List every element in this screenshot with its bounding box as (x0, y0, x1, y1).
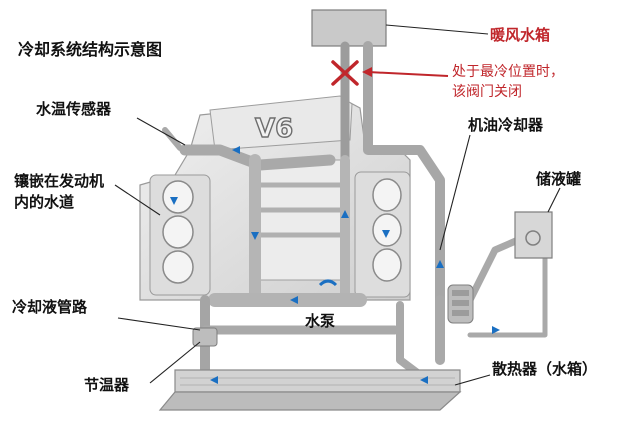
diagram-title: 冷却系统结构示意图 (18, 40, 163, 59)
water-jacket-cylinders (162, 159, 402, 284)
engine-badge-v6: V6 (255, 114, 293, 144)
radiator-core (158, 369, 462, 411)
heater-tank-box (311, 9, 387, 47)
label-water-jacket-line1: 镶嵌在发动机 (14, 172, 105, 190)
reservoir-tank (514, 211, 553, 259)
label-heater-tank: 暖风水箱 (490, 26, 551, 44)
label-radiator: 散热器（水箱） (492, 360, 598, 378)
flow-arrow-icon (170, 146, 500, 384)
valve-note-arrow (367, 71, 449, 77)
thermostat-housing (192, 327, 218, 347)
leader-lines (114, 24, 561, 386)
oil-cooler-unit (447, 284, 474, 324)
valve-note-arrow-head (362, 67, 372, 77)
label-valve-note-line2: 该阀门关闭 (452, 84, 522, 100)
coolant-pipes (162, 41, 548, 380)
label-reservoir: 储液罐 (536, 170, 582, 188)
red-x-icon (331, 60, 359, 86)
label-thermostat: 节温器 (84, 376, 130, 394)
label-water-pump: 水泵 (305, 312, 336, 330)
label-water-jacket-line2: 内的水道 (14, 193, 75, 211)
label-oil-cooler: 机油冷却器 (468, 116, 544, 134)
label-valve-note-line1: 处于最冷位置时， (452, 64, 564, 80)
label-coolant-pipe: 冷却液管路 (12, 298, 88, 316)
label-water-temp-sensor: 水温传感器 (36, 100, 112, 118)
